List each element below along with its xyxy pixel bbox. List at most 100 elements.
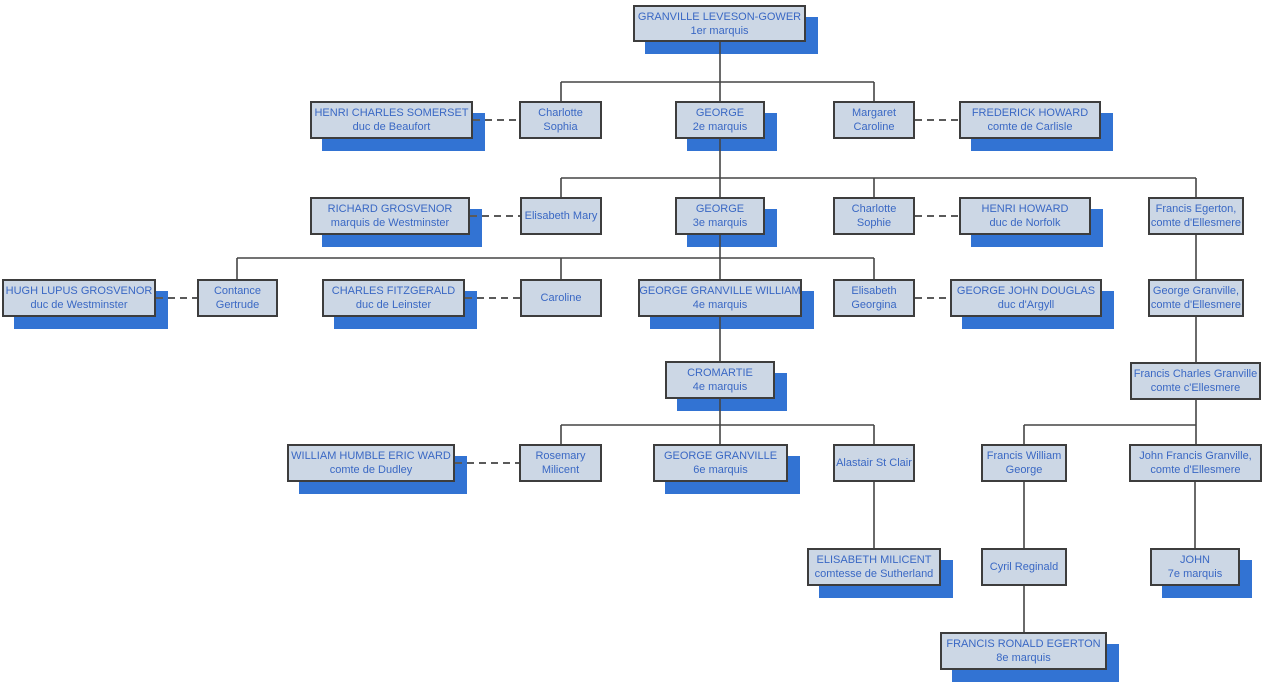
person-node-george-2e: GEORGE 2e marquis [675,101,777,151]
person-name: Margaret [851,107,897,119]
person-node-henri-charles-somerset: HENRI CHARLES SOMERSET duc de Beaufort [310,101,485,151]
person-title: marquis de Westminster [330,217,450,229]
person-box: GEORGE GRANVILLE WILLIAM 4e marquis [638,279,802,317]
person-node-cromartie-4e: CROMARTIE 4e marquis [665,361,787,411]
person-name: Charlotte [851,203,897,215]
person-box: Caroline [520,279,602,317]
person-name: FREDERICK HOWARD [971,107,1089,119]
person-box: HENRI HOWARD duc de Norfolk [959,197,1091,235]
person-box: Cyril Reginald [981,548,1067,586]
person-title: Gertrude [215,299,260,311]
person-node-george-6e: GEORGE GRANVILLE 6e marquis [653,444,800,494]
person-name: Francis William [986,450,1062,462]
person-title: comte d'Ellesmere [1150,217,1242,229]
person-title: Milicent [541,464,580,476]
person-title: Caroline [853,121,895,133]
person-box: HUGH LUPUS GROSVENOR duc de Westminster [2,279,156,317]
person-name: Alastair St Clair [836,457,912,469]
person-box: GEORGE 2e marquis [675,101,765,139]
person-title: 4e marquis [692,299,748,311]
person-node-francis-egerton: Francis Egerton,comte d'Ellesmere [1148,197,1244,235]
person-name: HENRI HOWARD [981,203,1069,215]
person-box: FRANCIS RONALD EGERTON 8e marquis [940,632,1107,670]
person-title: duc de Norfolk [989,217,1061,229]
person-node-alastair-st-clair: Alastair St Clair [833,444,915,482]
person-title: Sophia [543,121,578,133]
person-name: Francis Charles Granville [1133,368,1258,380]
person-name: RICHARD GROSVENOR [327,203,453,215]
person-name: Contance [213,285,262,297]
person-title: 6e marquis [693,464,748,476]
person-name: GRANVILLE LEVESON-GOWER [637,10,802,23]
person-title: 4e marquis [692,381,748,393]
person-title: comte c'Ellesmere [1150,382,1241,394]
person-title: comte d'Ellesmere [1150,299,1242,311]
person-title: comtesse de Sutherland [814,568,934,580]
person-node-hugh-lupus-grosvenor: HUGH LUPUS GROSVENOR duc de Westminster [2,279,168,329]
person-box: Alastair St Clair [833,444,915,482]
person-title: 8e marquis [996,652,1051,664]
person-name: John Francis Granville, [1139,450,1252,462]
person-box: Francis Egerton,comte d'Ellesmere [1148,197,1244,235]
person-name: HUGH LUPUS GROSVENOR [5,285,153,297]
person-name: Elisabeth [851,285,897,297]
person-name: FRANCIS RONALD EGERTON [946,638,1101,650]
person-title: Georgina [851,299,897,311]
person-node-richard-grosvenor: RICHARD GROSVENOR marquis de Westminster [310,197,482,247]
person-title: 2e marquis [692,121,748,133]
person-name: HENRI CHARLES SOMERSET [314,107,469,119]
person-node-george-4e: GEORGE GRANVILLE WILLIAM 4e marquis [638,279,814,329]
person-node-george-john-douglas: GEORGE JOHN DOUGLAS duc d'Argyll [950,279,1114,329]
person-name: GEORGE JOHN DOUGLAS [956,285,1096,297]
person-name: CROMARTIE [687,367,753,379]
person-node-william-humble-eric-ward: WILLIAM HUMBLE ERIC WARD comte de Dudley [287,444,467,494]
person-title: duc d'Argyll [997,299,1055,311]
person-name: GEORGE GRANVILLE WILLIAM [639,285,801,297]
person-title: comte de Carlisle [987,121,1073,133]
person-box: FREDERICK HOWARD comte de Carlisle [959,101,1101,139]
person-node-francis-charles-granville: Francis Charles Granville comte c'Ellesme… [1130,362,1261,400]
person-title: comte de Dudley [329,464,413,476]
person-title: duc de Westminster [30,299,128,311]
person-box: CROMARTIE 4e marquis [665,361,775,399]
person-name: Caroline [540,292,582,304]
person-box: GEORGE JOHN DOUGLAS duc d'Argyll [950,279,1102,317]
person-box: WILLIAM HUMBLE ERIC WARD comte de Dudley [287,444,455,482]
person-node-george-granville-ellesmere: George Granville,comte d'Ellesmere [1148,279,1244,317]
person-title: duc de Beaufort [352,121,431,133]
person-box: George Granville,comte d'Ellesmere [1148,279,1244,317]
person-node-caroline: Caroline [520,279,602,317]
person-name: GEORGE GRANVILLE [663,450,778,462]
person-name: GEORGE [695,107,745,119]
person-node-francis-ronald-egerton: FRANCIS RONALD EGERTON 8e marquis [940,632,1119,682]
person-box: Francis Charles Granville comte c'Ellesme… [1130,362,1261,400]
person-title: Sophie [856,217,892,229]
person-name: GEORGE [695,203,745,215]
person-name: WILLIAM HUMBLE ERIC WARD [291,450,451,462]
person-title: 1er marquis [690,24,749,37]
person-node-frederick-howard: FREDERICK HOWARD comte de Carlisle [959,101,1113,151]
person-title: duc de Leinster [355,299,432,311]
